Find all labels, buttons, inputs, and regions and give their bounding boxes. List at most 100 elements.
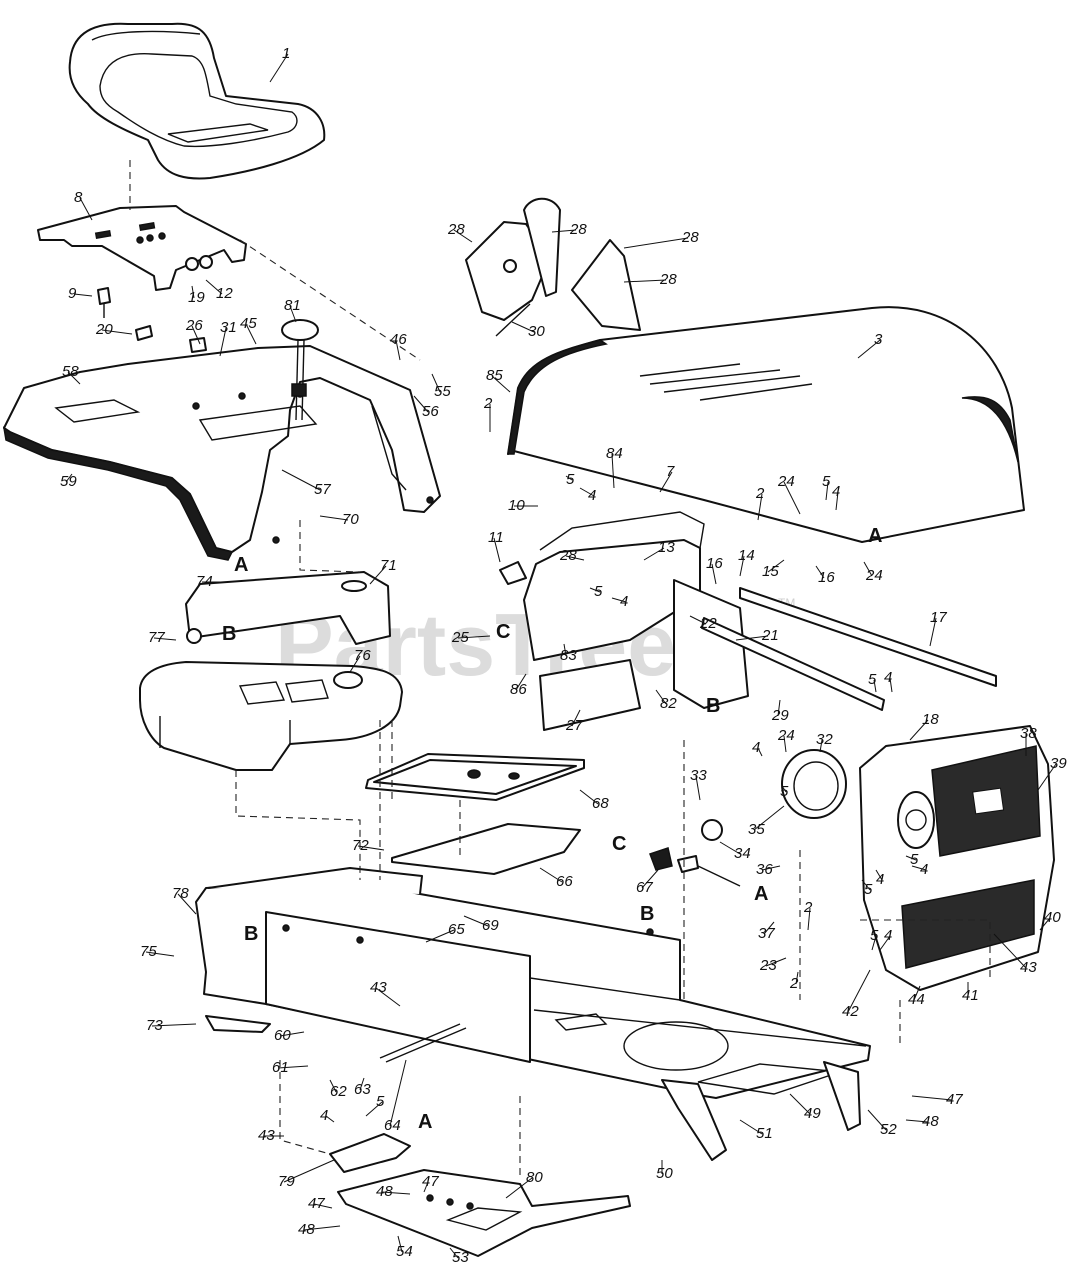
leader-line-47-0 bbox=[911, 1095, 953, 1101]
part-number-5: 5 bbox=[566, 471, 575, 488]
leader-line-55-0 bbox=[431, 373, 441, 393]
leader-line-33-0 bbox=[695, 775, 701, 801]
part-number-71: 71 bbox=[380, 557, 397, 574]
leader-line-14-0 bbox=[739, 555, 745, 577]
reference-letter-c-1: C bbox=[612, 833, 626, 855]
assembly-guides bbox=[129, 160, 991, 1180]
leader-line-20-0 bbox=[101, 329, 133, 335]
part-number-4: 4 bbox=[320, 1107, 328, 1124]
part-number-46: 46 bbox=[390, 331, 407, 348]
leader-line-57-0 bbox=[281, 469, 321, 491]
leader-line-79-0 bbox=[283, 1159, 335, 1183]
part-number-9: 9 bbox=[68, 285, 77, 302]
leader-line-62-0 bbox=[329, 1079, 337, 1093]
part-number-28: 28 bbox=[681, 229, 699, 246]
leader-line-76-0 bbox=[349, 655, 361, 673]
part-number-30: 30 bbox=[528, 323, 545, 340]
part-number-55: 55 bbox=[434, 383, 451, 400]
leader-line-12-0 bbox=[205, 279, 223, 295]
battery-plate bbox=[391, 823, 581, 875]
leader-line-4-6 bbox=[875, 869, 883, 881]
part-number-69: 69 bbox=[482, 917, 499, 934]
part-number-4: 4 bbox=[884, 669, 892, 686]
leader-line-83-0 bbox=[563, 643, 567, 657]
part-number-20: 20 bbox=[95, 321, 113, 338]
leader-line-51-0 bbox=[739, 1119, 763, 1135]
leader-line-68-0 bbox=[579, 789, 599, 805]
leader-line-47-1 bbox=[423, 1181, 429, 1193]
part-number-85: 85 bbox=[486, 367, 503, 384]
part-number-29: 29 bbox=[771, 707, 789, 724]
leader-line-15-0 bbox=[767, 559, 785, 573]
part-number-28: 28 bbox=[659, 271, 677, 288]
part-number-31: 31 bbox=[220, 319, 237, 336]
part-number-5: 5 bbox=[864, 881, 873, 898]
part-number-67: 67 bbox=[636, 879, 653, 896]
leader-line-2-3 bbox=[795, 971, 799, 985]
part-number-32: 32 bbox=[816, 731, 833, 748]
leader-line-66-0 bbox=[539, 867, 563, 883]
part-number-81: 81 bbox=[284, 297, 301, 314]
leader-line-26-0 bbox=[191, 325, 201, 345]
part-number-24: 24 bbox=[777, 727, 795, 744]
rods bbox=[701, 587, 997, 711]
leader-line-59-0 bbox=[65, 473, 73, 483]
part-number-58: 58 bbox=[62, 363, 79, 380]
part-number-57: 57 bbox=[314, 481, 331, 498]
leader-line-85-0 bbox=[491, 375, 511, 393]
leader-line-78-0 bbox=[177, 893, 197, 915]
part-number-24: 24 bbox=[865, 567, 883, 584]
part-number-8: 8 bbox=[74, 189, 83, 206]
part-number-47: 47 bbox=[308, 1195, 325, 1212]
leader-line-37-0 bbox=[763, 921, 775, 935]
part-number-5: 5 bbox=[868, 671, 877, 688]
fuel-tank-cover bbox=[185, 571, 391, 645]
part-number-1: 1 bbox=[282, 45, 290, 62]
fuel-tank bbox=[139, 661, 403, 771]
seat bbox=[68, 22, 326, 180]
leader-line-77-0 bbox=[153, 637, 177, 641]
part-number-4: 4 bbox=[884, 927, 892, 944]
leader-line-48-0 bbox=[905, 1119, 929, 1123]
part-number-79: 79 bbox=[278, 1173, 295, 1190]
part-number-48: 48 bbox=[376, 1183, 393, 1200]
leader-line-67-0 bbox=[641, 869, 659, 889]
leader-line-82-0 bbox=[655, 689, 667, 705]
part-number-76: 76 bbox=[354, 647, 371, 664]
leader-line-80-0 bbox=[505, 1177, 533, 1199]
part-number-75: 75 bbox=[140, 943, 157, 960]
leader-line-53-0 bbox=[449, 1247, 459, 1259]
part-number-7: 7 bbox=[666, 463, 675, 480]
leader-line-58-0 bbox=[67, 371, 81, 385]
part-number-64: 64 bbox=[384, 1117, 401, 1134]
reference-letter-b-3: B bbox=[244, 923, 258, 945]
leader-line-39-0 bbox=[1037, 763, 1057, 791]
leader-line-16-0 bbox=[711, 563, 717, 585]
leader-line-11-0 bbox=[493, 537, 501, 563]
part-number-18: 18 bbox=[922, 711, 939, 728]
footrest-plate bbox=[329, 1133, 631, 1257]
part-number-4: 4 bbox=[752, 739, 760, 756]
part-number-65: 65 bbox=[448, 921, 465, 938]
leader-line-24-0 bbox=[783, 481, 801, 515]
part-number-4: 4 bbox=[620, 593, 628, 610]
leader-line-75-0 bbox=[145, 951, 175, 957]
leader-line-56-0 bbox=[413, 395, 429, 413]
part-number-61: 61 bbox=[272, 1059, 289, 1076]
leader-line-63-0 bbox=[359, 1077, 365, 1091]
part-number-48: 48 bbox=[922, 1113, 939, 1130]
leader-line-61-0 bbox=[277, 1065, 309, 1069]
ignition-switch bbox=[499, 561, 741, 887]
part-number-21: 21 bbox=[761, 627, 779, 644]
leader-line-5-5 bbox=[905, 855, 917, 861]
leader-line-28-0 bbox=[453, 229, 473, 243]
leader-line-28-3 bbox=[623, 279, 667, 283]
part-number-68: 68 bbox=[592, 795, 609, 812]
seat-bracket bbox=[37, 205, 247, 291]
leader-line-71-0 bbox=[369, 565, 387, 585]
leader-line-25-0 bbox=[457, 635, 491, 639]
part-number-80: 80 bbox=[526, 1169, 543, 1186]
leader-line-13-0 bbox=[643, 547, 665, 561]
part-number-28: 28 bbox=[447, 221, 465, 238]
